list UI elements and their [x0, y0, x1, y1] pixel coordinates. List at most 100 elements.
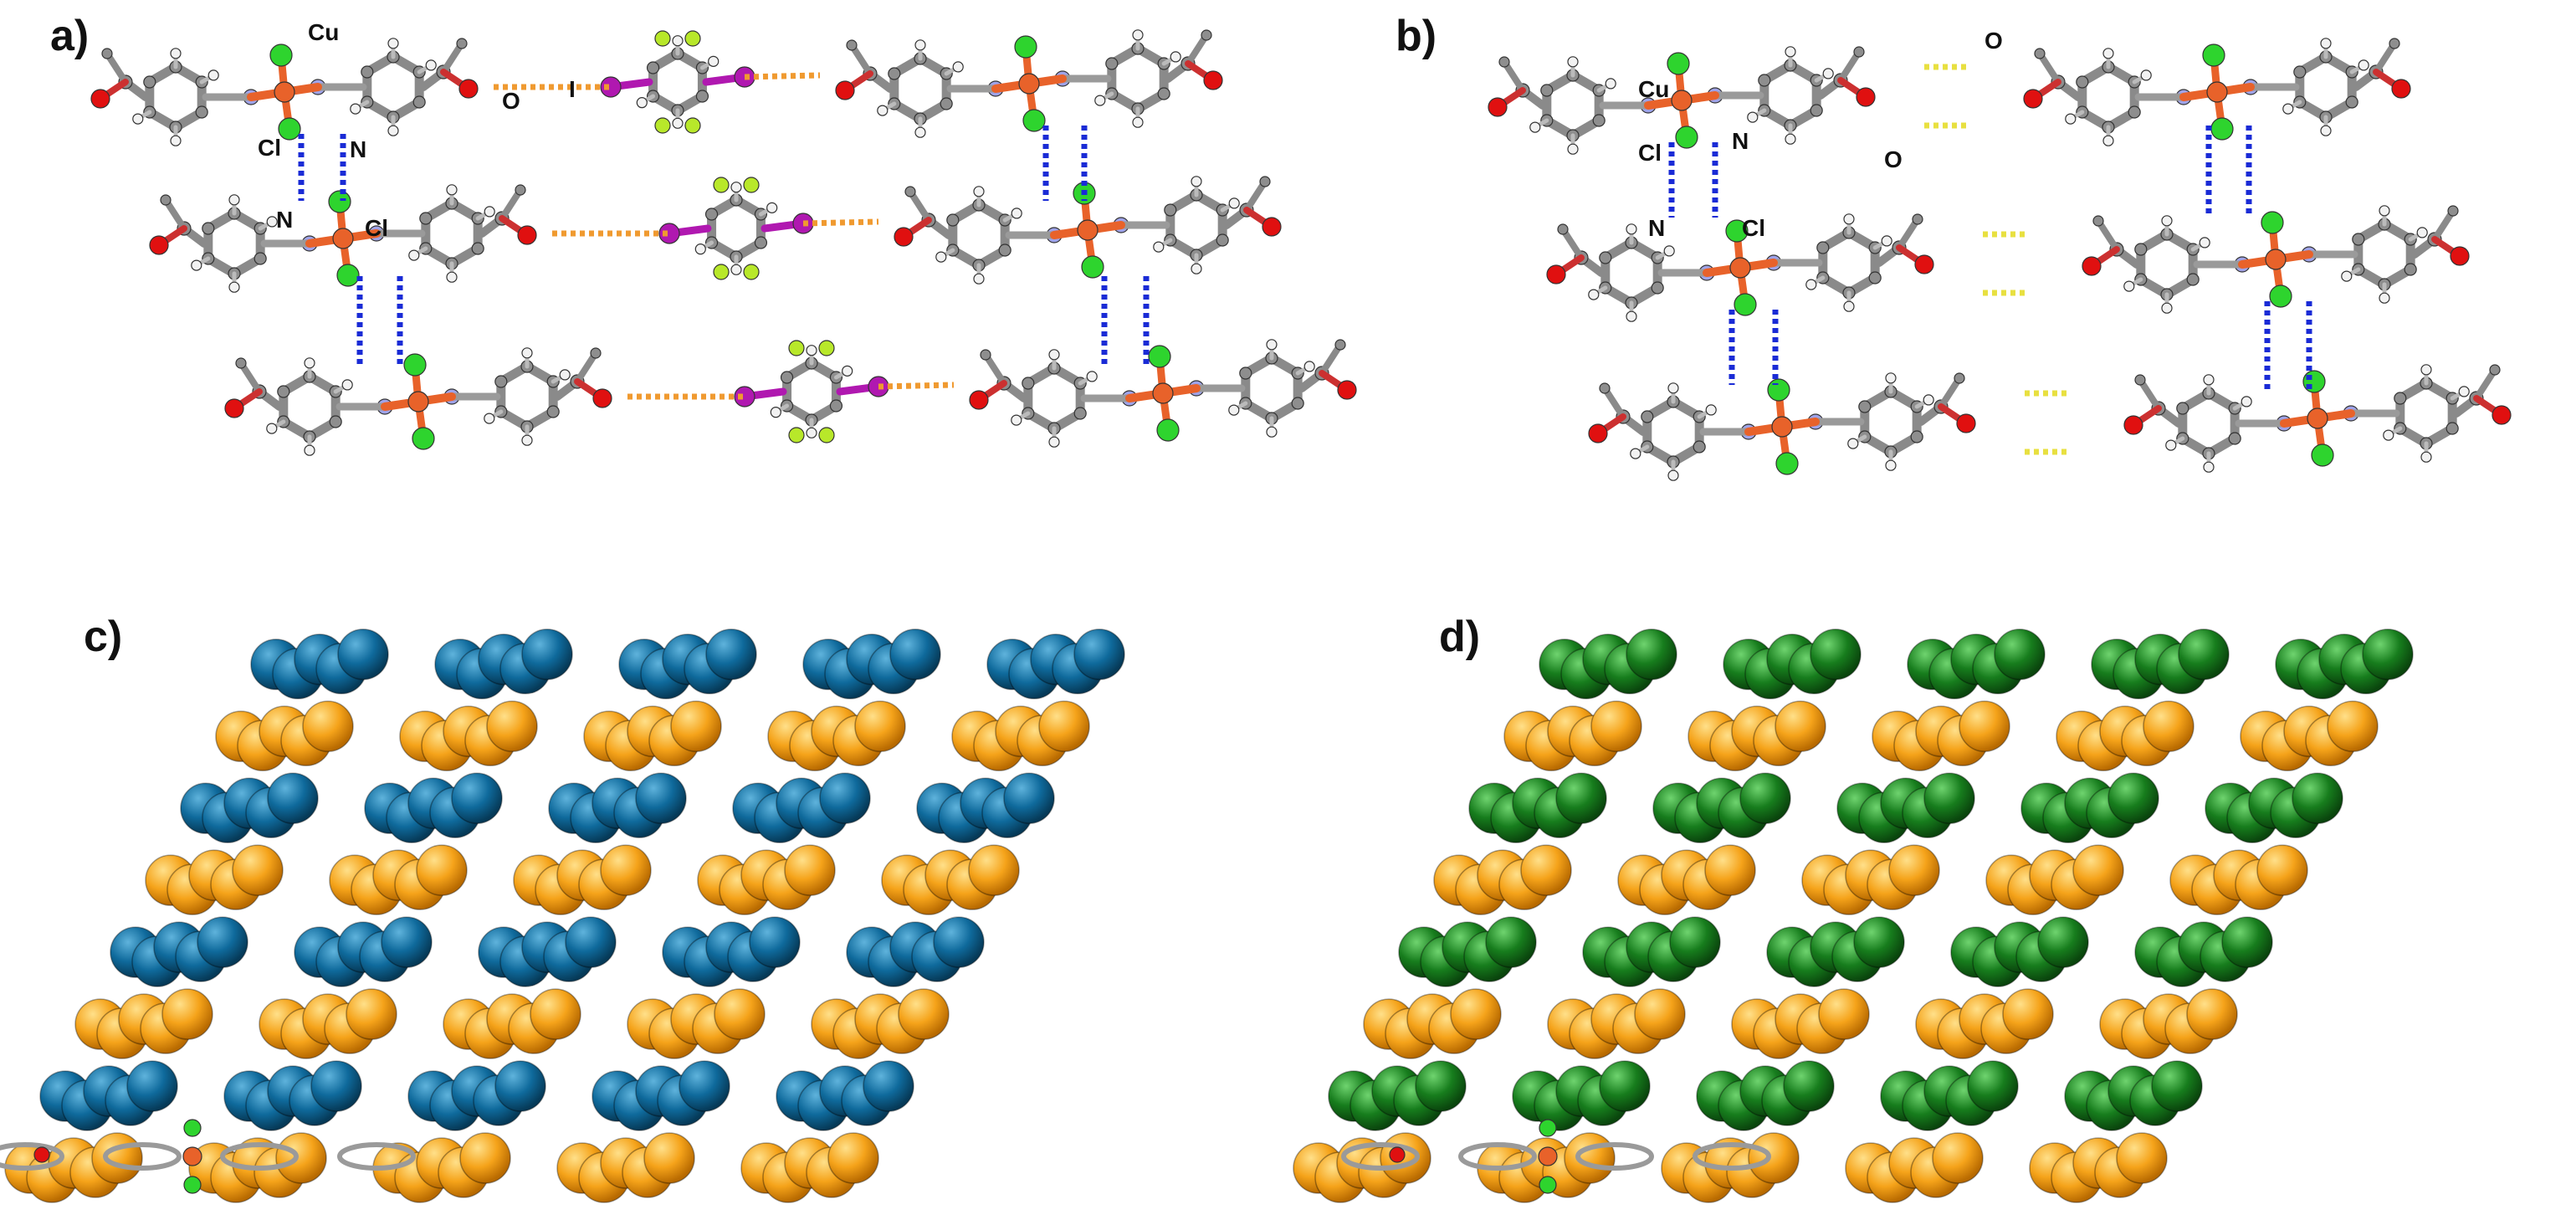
iodine-atom: [734, 386, 755, 408]
space-fill-atom: [1073, 628, 1125, 680]
carbon-atom: [646, 61, 660, 74]
carbon-atom: [1651, 281, 1664, 295]
carbon-atom: [494, 375, 508, 388]
bond: [104, 50, 129, 85]
space-fill-atom: [1380, 1132, 1431, 1184]
space-fill-atom: [2362, 628, 2414, 680]
hydrogen-atom: [1885, 372, 1897, 384]
space-fill-atom: [1038, 700, 1090, 752]
carbon-atom: [1599, 382, 1611, 394]
hydrogen-atom: [770, 407, 781, 418]
hydrogen-atom: [2341, 270, 2353, 282]
carbon-atom: [471, 242, 484, 255]
halogen-bond: [878, 382, 955, 390]
hydrogen-atom: [1843, 213, 1855, 225]
oxygen-atom: [2082, 256, 2102, 276]
hydrogen-atom: [1626, 310, 1637, 322]
carbon-atom: [590, 347, 602, 359]
carbon-atom: [1105, 57, 1119, 70]
hydrogen-atom: [304, 444, 315, 456]
hydrogen-atom: [2379, 205, 2390, 217]
carbon-atom: [361, 65, 374, 79]
hydrogen-atom: [730, 264, 742, 275]
space-fill-atom: [337, 628, 389, 680]
fluorine-atom: [684, 30, 701, 47]
space-fill-atom: [381, 916, 433, 968]
hydrogen-atom: [694, 243, 706, 255]
chlorine-atom: [2261, 211, 2284, 234]
carbon-atom: [998, 243, 1011, 257]
space-fill-atom: [1704, 844, 1756, 896]
bond: [162, 197, 187, 232]
carbon-atom: [546, 405, 560, 418]
hydrogen-atom: [341, 379, 353, 391]
hydrogen-atom: [350, 103, 361, 115]
hydrogen-atom: [387, 125, 399, 136]
carbon-atom: [412, 95, 426, 109]
carbon-atom: [2394, 392, 2407, 405]
bond: [1938, 375, 1963, 410]
oxygen-atom: [1203, 70, 1223, 90]
space-fill-atom: [705, 628, 757, 680]
hydrogen-atom: [1843, 300, 1855, 312]
hydrogen-atom: [446, 184, 458, 196]
fluorine-atom: [654, 30, 671, 47]
bond: [1185, 32, 1210, 67]
halogen-bond: [802, 218, 879, 227]
oxygen-atom: [2023, 89, 2043, 109]
fluorine-atom: [743, 264, 760, 280]
hydrogen-atom: [1747, 111, 1759, 123]
carbon-atom: [1868, 271, 1882, 284]
label-o: O: [502, 88, 520, 114]
hydrogen-atom: [806, 427, 817, 438]
hydrogen-atom: [387, 38, 399, 49]
hydrogen-atom: [191, 259, 202, 271]
bond: [848, 42, 873, 77]
oxygen-atom: [1956, 413, 1976, 433]
copper-atom: [182, 1146, 202, 1166]
carbon-atom: [277, 385, 290, 398]
hydrogen-atom: [2199, 237, 2210, 249]
space-fill-atom: [346, 988, 397, 1040]
hydrogen-atom: [170, 135, 182, 146]
hydrogen-atom: [1086, 371, 1098, 382]
carbon-atom: [456, 38, 468, 49]
space-fill-atom: [1739, 772, 1791, 824]
hydrogen-atom: [1529, 121, 1541, 133]
carbon-atom: [202, 222, 215, 235]
hydrogen-atom: [228, 194, 240, 206]
space-fill-atom: [679, 1060, 730, 1112]
space-fill-atom: [530, 988, 581, 1040]
hydrogen-atom: [2165, 439, 2177, 451]
oxygen-atom: [1262, 217, 1282, 237]
chlorine-atom: [1734, 293, 1757, 316]
hydrogen-atom: [1822, 68, 1834, 79]
carbon-atom: [980, 349, 991, 361]
carbon-atom: [1498, 56, 1510, 68]
carbon-atom: [904, 186, 916, 197]
space-fill-atom: [933, 916, 985, 968]
space-fill-atom: [2221, 916, 2273, 968]
hydrogen-atom: [842, 365, 853, 377]
space-fill-atom: [1932, 1132, 1984, 1184]
hydrogen-atom: [1191, 263, 1202, 274]
space-fill-atom: [1003, 772, 1055, 824]
space-fill-atom: [267, 772, 319, 824]
space-fill-atom: [1748, 1132, 1800, 1184]
carbon-atom: [1853, 46, 1865, 58]
fluorine-atom: [788, 340, 805, 356]
hydrogen-atom: [952, 61, 964, 73]
hydrogen-atom: [1266, 426, 1278, 438]
copper-atom: [1771, 416, 1793, 438]
copper-atom: [274, 81, 295, 103]
space-fill-atom: [2143, 700, 2194, 752]
carbon-atom: [2092, 215, 2104, 227]
panel-a-ball-and-stick: [90, 29, 1357, 456]
oxygen-atom: [2450, 246, 2470, 266]
bond: [2373, 40, 2398, 75]
hydrogen-atom: [1153, 241, 1165, 253]
oxygen-atom: [458, 79, 479, 99]
chlorine-atom: [183, 1119, 202, 1137]
oxygen-atom: [1856, 87, 1876, 107]
hydrogen-atom: [1303, 361, 1315, 372]
